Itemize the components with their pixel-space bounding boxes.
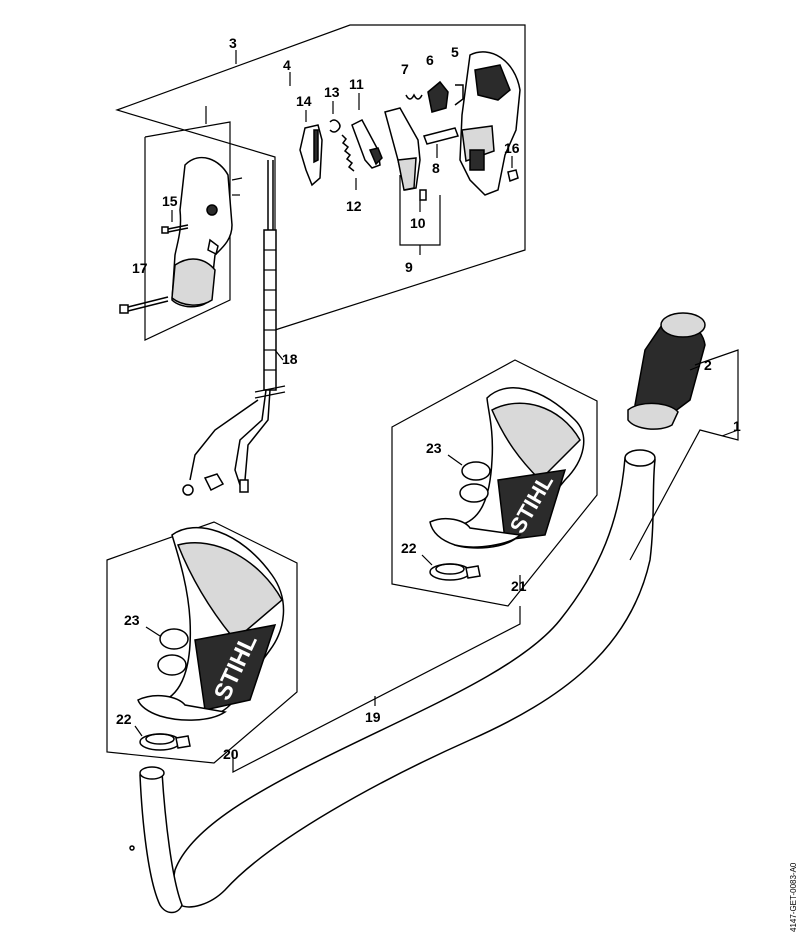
callout-3: 3 [229,35,237,51]
leader-22l [134,725,143,737]
callout-23-left: 23 [124,612,140,628]
callout-8: 8 [432,160,440,176]
callout-17: 17 [132,260,148,276]
screw-17 [119,296,169,314]
pin-8 [423,127,459,145]
drawing-reference: 4147-GET-0083-A0 [789,862,798,932]
callout-19: 19 [365,709,381,725]
callout-6: 6 [426,52,434,68]
handle-grip [627,312,706,430]
leader-22r [421,554,433,566]
callout-13: 13 [324,84,340,100]
leader-23r [447,454,463,466]
leader-18 [274,349,284,361]
callout-9: 9 [405,259,413,275]
spring-12 [341,134,355,172]
slide-control-6 [427,80,449,113]
leader-1 [721,429,739,437]
callout-18: 18 [282,351,298,367]
spring-13 [329,119,341,133]
spring-7 [405,93,423,100]
callout-10: 10 [410,215,426,231]
leader-2 [689,365,701,371]
screw-15 [161,224,189,234]
right-handle-housing [459,51,521,196]
bracket-19 [232,606,521,773]
lever-11 [351,119,383,169]
throttle-cable [182,160,286,496]
right-pad-23b [459,483,489,503]
bracket-1-2 [629,349,739,561]
leader-23l [145,626,161,637]
left-pad-23a [159,628,189,650]
right-guard-group: STIHL [391,359,598,607]
callout-21: 21 [511,578,527,594]
spring-clip-5 [454,84,464,106]
right-hose-clamp [429,563,481,581]
callout-22-left: 22 [116,711,132,727]
handle-assembly-group [115,24,526,341]
callout-5: 5 [451,44,459,60]
callout-12: 12 [346,198,362,214]
left-hose-clamp [139,733,191,751]
lever-14 [299,124,323,187]
right-guard-box [391,359,598,607]
callout-2: 2 [704,357,712,373]
callout-16: 16 [504,140,520,156]
callout-22-right: 22 [401,540,417,556]
throttle-trigger [384,107,427,201]
callout-4: 4 [283,57,291,73]
assembly-bracket-inner [144,121,231,341]
callout-11: 11 [349,76,364,92]
handlebar-tube [129,449,656,914]
left-guard-group: STIHL [106,521,298,764]
callout-23-right: 23 [426,440,442,456]
right-pad-23a [461,461,491,481]
nut-16 [507,169,519,183]
callout-15: 15 [162,193,178,209]
callout-14: 14 [296,93,312,109]
callout-7: 7 [401,61,409,77]
callout-20: 20 [223,746,239,762]
left-guard-box [106,521,298,764]
left-handle-housing [171,156,243,308]
assembly-bracket-outer [115,24,526,331]
callout-1: 1 [733,418,741,434]
left-pad-23b [157,654,187,676]
